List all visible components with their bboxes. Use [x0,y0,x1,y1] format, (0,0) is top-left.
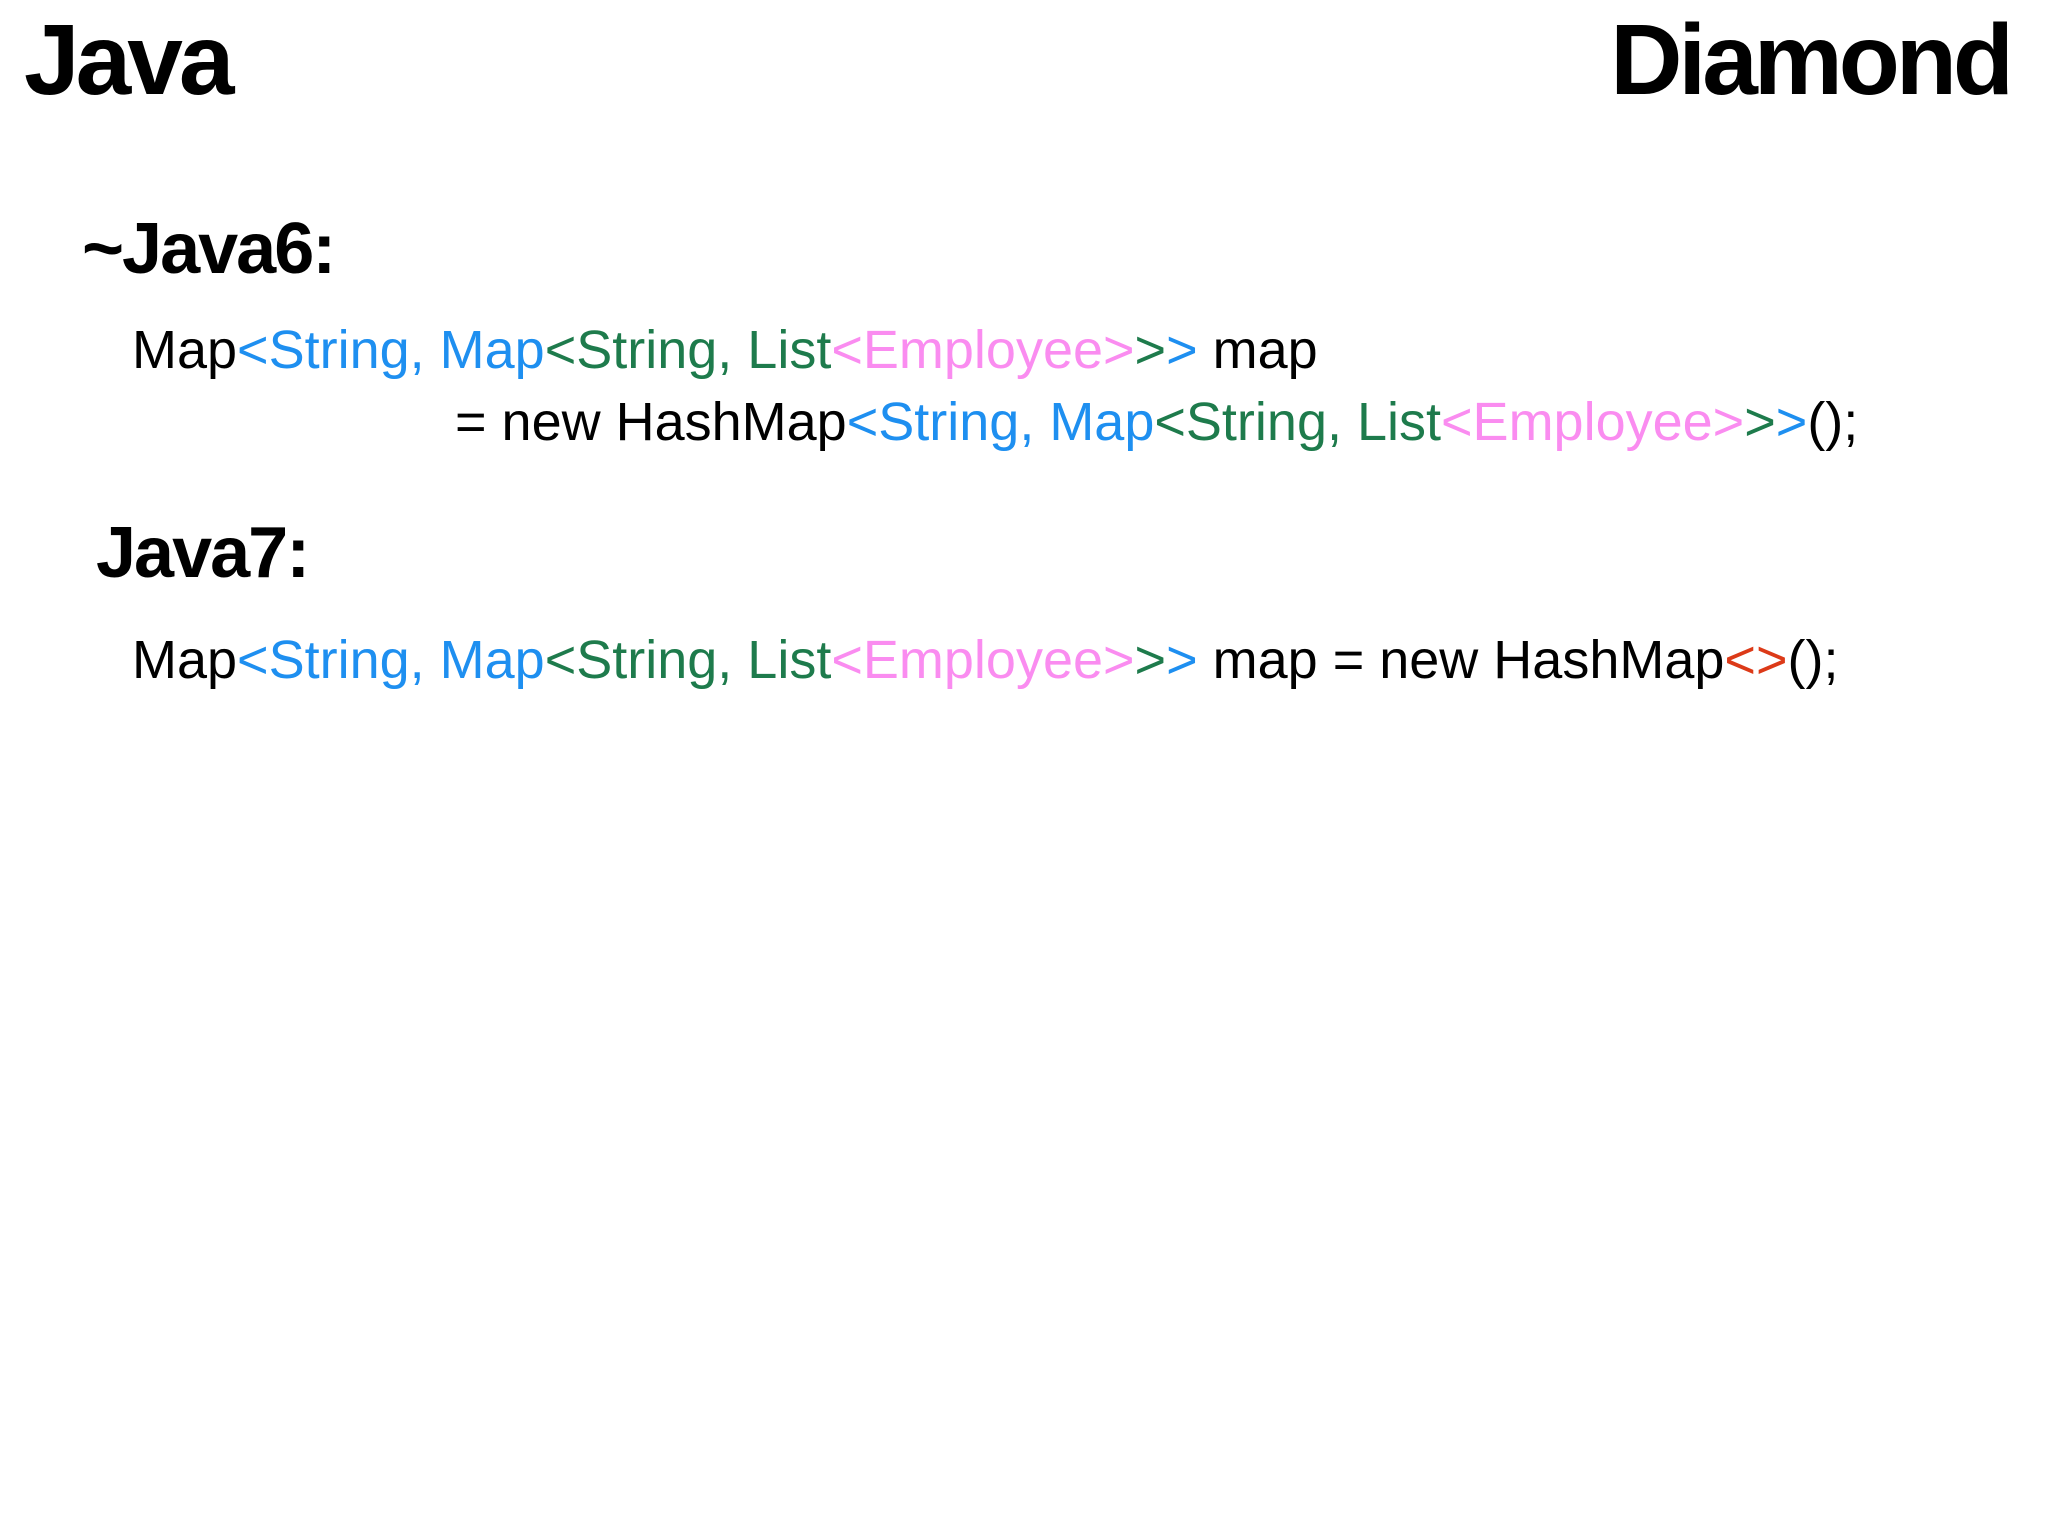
code-token-green: <String, List [544,630,832,690]
code-token-pink: <Employee> [1441,392,1745,452]
code-token-blue: > [1775,392,1808,452]
code-token-green: <String, List [544,320,832,380]
code-line-java6-declaration: Map<String, Map<String, List<Employee>>>… [132,318,1318,383]
section-heading-java7: Java7: [96,513,310,593]
slide-title-right: Diamond [1610,4,2014,116]
code-token-red: <> [1724,630,1788,690]
code-token-black: (); [1807,392,1859,452]
code-token-black: = new HashMap [455,392,847,452]
code-line-java6-initialization: = new HashMap<String, Map<String, List<E… [455,390,1858,455]
section-heading-java6: ~Java6: [82,209,336,289]
code-token-black: map [1197,320,1318,380]
code-token-blue: <String, Map [846,392,1155,452]
code-token-black: Map [132,630,238,690]
code-token-blue: > [1166,630,1198,690]
code-token-pink: <Employee> [831,320,1135,380]
code-token-green: > [1744,392,1776,452]
code-token-green: <String, List [1154,392,1442,452]
slide-title-left: Java [24,4,234,116]
code-token-black: (); [1787,630,1839,690]
code-token-blue: <String, Map [237,320,545,380]
code-token-green: > [1134,630,1167,690]
code-token-black: map = new HashMap [1197,630,1725,690]
code-token-blue: > [1166,320,1198,380]
code-token-pink: <Employee> [831,630,1135,690]
code-token-black: Map [132,320,238,380]
code-line-java7: Map<String, Map<String, List<Employee>>>… [132,628,1838,693]
code-token-green: > [1134,320,1167,380]
code-token-blue: <String, Map [237,630,545,690]
